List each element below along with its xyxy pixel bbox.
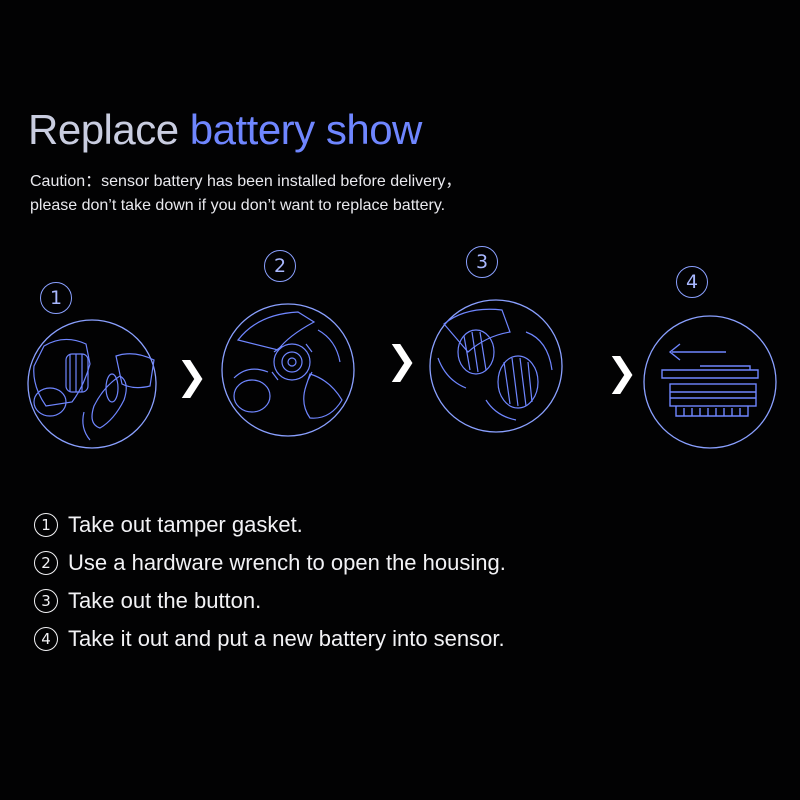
step-3-number: 3 bbox=[466, 246, 498, 278]
caution-line-2: please don’t take down if you don’t want… bbox=[30, 197, 446, 214]
step-4-illustration bbox=[643, 315, 777, 449]
instruction-number: 1 bbox=[34, 513, 58, 537]
step-arrow-2: ❯ bbox=[386, 338, 418, 382]
title-part-1: Replace bbox=[28, 106, 190, 153]
instruction-item: 4 Take it out and put a new battery into… bbox=[34, 620, 506, 658]
step-2-number: 2 bbox=[264, 250, 296, 282]
instruction-number: 4 bbox=[34, 627, 58, 651]
instruction-item: 2 Use a hardware wrench to open the hous… bbox=[34, 544, 506, 582]
instruction-number: 2 bbox=[34, 551, 58, 575]
instruction-text: Use a hardware wrench to open the housin… bbox=[68, 550, 506, 575]
instruction-text: Take out the button. bbox=[68, 588, 262, 613]
steps-diagram: 1 ❯ 2 ❯ 3 bbox=[27, 246, 777, 449]
step-3-illustration bbox=[429, 299, 563, 433]
step-1-number: 1 bbox=[40, 282, 72, 314]
instructions-list: 1 Take out tamper gasket. 2 Use a hardwa… bbox=[34, 506, 506, 658]
step-4-number: 4 bbox=[676, 266, 708, 298]
instruction-item: 1 Take out tamper gasket. bbox=[34, 506, 506, 544]
instruction-text: Take it out and put a new battery into s… bbox=[68, 626, 505, 651]
title-part-2: battery show bbox=[189, 106, 423, 153]
instruction-item: 3 Take out the button. bbox=[34, 582, 506, 620]
instruction-text: Take out tamper gasket. bbox=[68, 512, 303, 537]
page-title: Replace battery show bbox=[28, 104, 422, 156]
step-2-illustration bbox=[221, 303, 355, 437]
caution-note: Caution：sensor battery has been installe… bbox=[30, 170, 461, 218]
step-1-illustration bbox=[27, 319, 157, 449]
step-arrow-3: ❯ bbox=[606, 350, 638, 394]
caution-line-1: Caution：sensor battery has been installe… bbox=[30, 173, 462, 190]
instruction-number: 3 bbox=[34, 589, 58, 613]
step-arrow-1: ❯ bbox=[176, 354, 208, 398]
